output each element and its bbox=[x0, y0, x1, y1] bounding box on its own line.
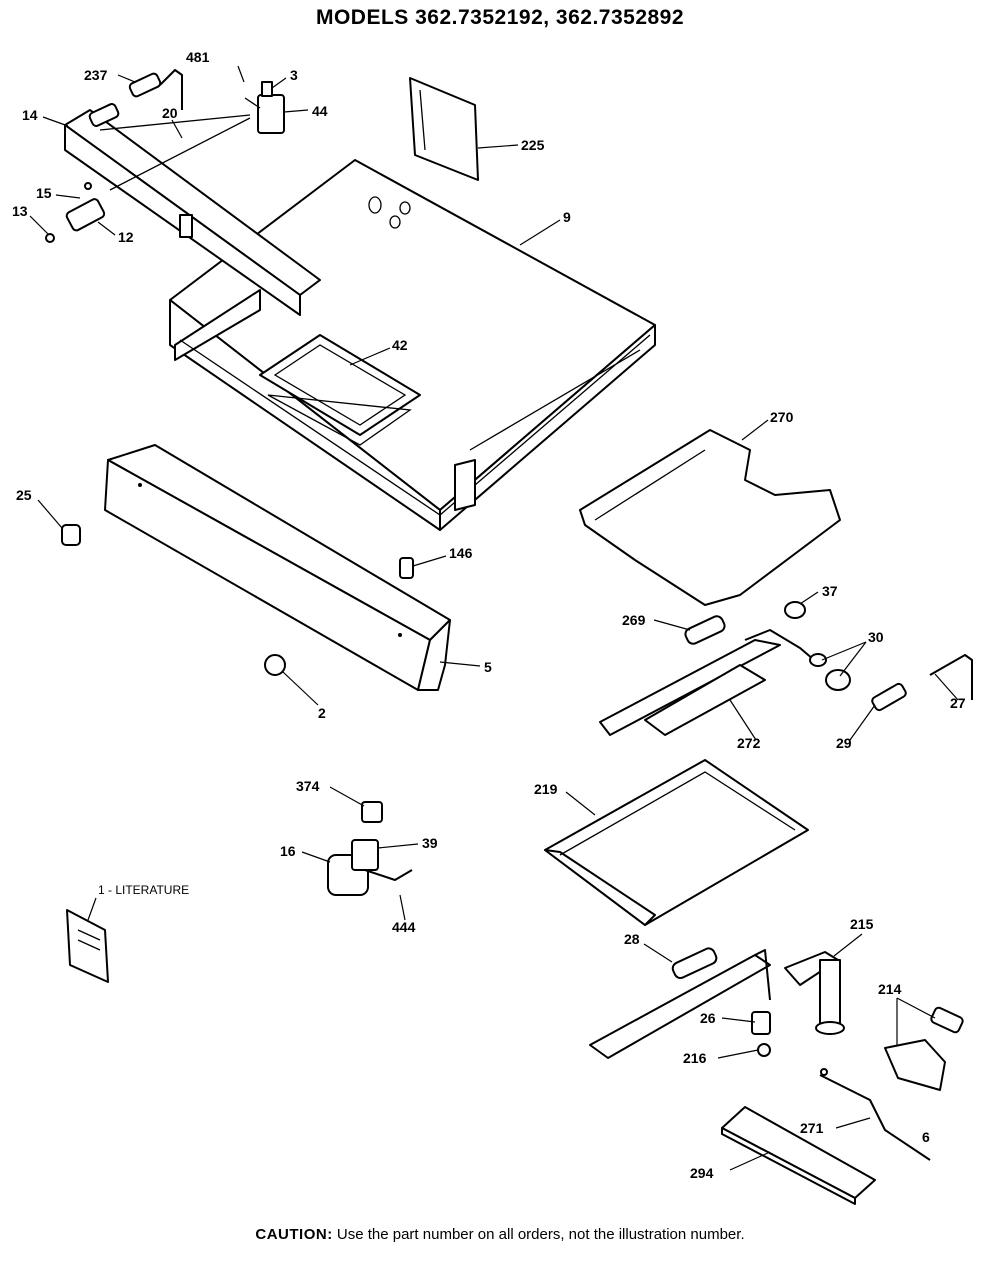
callout-271: 271 bbox=[800, 1120, 824, 1136]
callout-237: 237 bbox=[84, 67, 108, 83]
callout-214: 214 bbox=[878, 981, 902, 997]
part-270-pan bbox=[579, 429, 841, 606]
callout-12: 12 bbox=[118, 229, 134, 245]
part-25-knob bbox=[61, 524, 81, 546]
callout-42: 42 bbox=[392, 337, 408, 353]
callout-294: 294 bbox=[690, 1165, 714, 1181]
diagram-title: MODELS 362.7352192, 362.7352892 bbox=[315, 6, 685, 29]
part-16-valve-assembly bbox=[327, 801, 413, 896]
callout-225: 225 bbox=[521, 137, 545, 153]
callout-9: 9 bbox=[563, 209, 571, 225]
leader-lines bbox=[29, 65, 959, 1171]
callout-14: 14 bbox=[22, 107, 38, 123]
callout-15: 15 bbox=[36, 185, 52, 201]
part-146-clip bbox=[399, 557, 414, 579]
callout-labels: 237 481 3 44 14 20 225 15 13 12 9 42 270… bbox=[12, 49, 966, 1181]
callout-3: 3 bbox=[290, 67, 298, 83]
callout-25: 25 bbox=[16, 487, 32, 503]
callout-20: 20 bbox=[162, 105, 178, 121]
part-5-panel bbox=[104, 444, 451, 691]
callout-28: 28 bbox=[624, 931, 640, 947]
callout-5: 5 bbox=[484, 659, 492, 675]
callout-215: 215 bbox=[850, 916, 874, 932]
callout-16: 16 bbox=[280, 843, 296, 859]
caution-note: CAUTION: Use the part number on all orde… bbox=[0, 1226, 1000, 1243]
caution-text: Use the part number on all orders, not t… bbox=[336, 1226, 745, 1243]
callout-481: 481 bbox=[186, 49, 210, 65]
callout-269: 269 bbox=[622, 612, 646, 628]
callout-374: 374 bbox=[296, 778, 320, 794]
part-225-shield bbox=[409, 77, 479, 181]
part-37-cap bbox=[784, 601, 806, 619]
callout-216: 216 bbox=[683, 1050, 707, 1066]
callout-27: 27 bbox=[950, 695, 966, 711]
callout-6: 6 bbox=[922, 1129, 930, 1145]
part-2-plug bbox=[264, 654, 286, 676]
part-12-fitting bbox=[45, 182, 106, 243]
part-14-manifold bbox=[64, 109, 321, 316]
part-28-broiler-burner bbox=[589, 947, 771, 1059]
part-271-wire bbox=[819, 1068, 931, 1161]
callout-270: 270 bbox=[770, 409, 794, 425]
callout-146: 146 bbox=[449, 545, 473, 561]
part-44-bracket bbox=[244, 81, 285, 134]
callout-26: 26 bbox=[700, 1010, 716, 1026]
part-42-panel bbox=[259, 334, 421, 446]
callout-29: 29 bbox=[836, 735, 852, 751]
callout-444: 444 bbox=[392, 919, 416, 935]
callout-30: 30 bbox=[868, 629, 884, 645]
part-215-bracket bbox=[784, 951, 845, 1035]
caution-label: CAUTION: bbox=[255, 1226, 333, 1243]
part-237-valve bbox=[88, 69, 183, 127]
literature-label: 1 - LITERATURE bbox=[98, 883, 189, 897]
part-294-strip bbox=[721, 1106, 876, 1205]
callout-13: 13 bbox=[12, 203, 28, 219]
callout-37: 37 bbox=[822, 583, 838, 599]
literature-booklet bbox=[66, 909, 109, 983]
callout-39: 39 bbox=[422, 835, 438, 851]
part-269-oven-burner bbox=[599, 615, 851, 736]
part-214-igniter bbox=[884, 1006, 964, 1091]
callout-219: 219 bbox=[534, 781, 558, 797]
callout-44: 44 bbox=[312, 103, 328, 119]
part-219-broiler-pan bbox=[544, 759, 809, 926]
callout-2: 2 bbox=[318, 705, 326, 721]
callout-272: 272 bbox=[737, 735, 761, 751]
part-9-burner-box bbox=[169, 159, 656, 531]
